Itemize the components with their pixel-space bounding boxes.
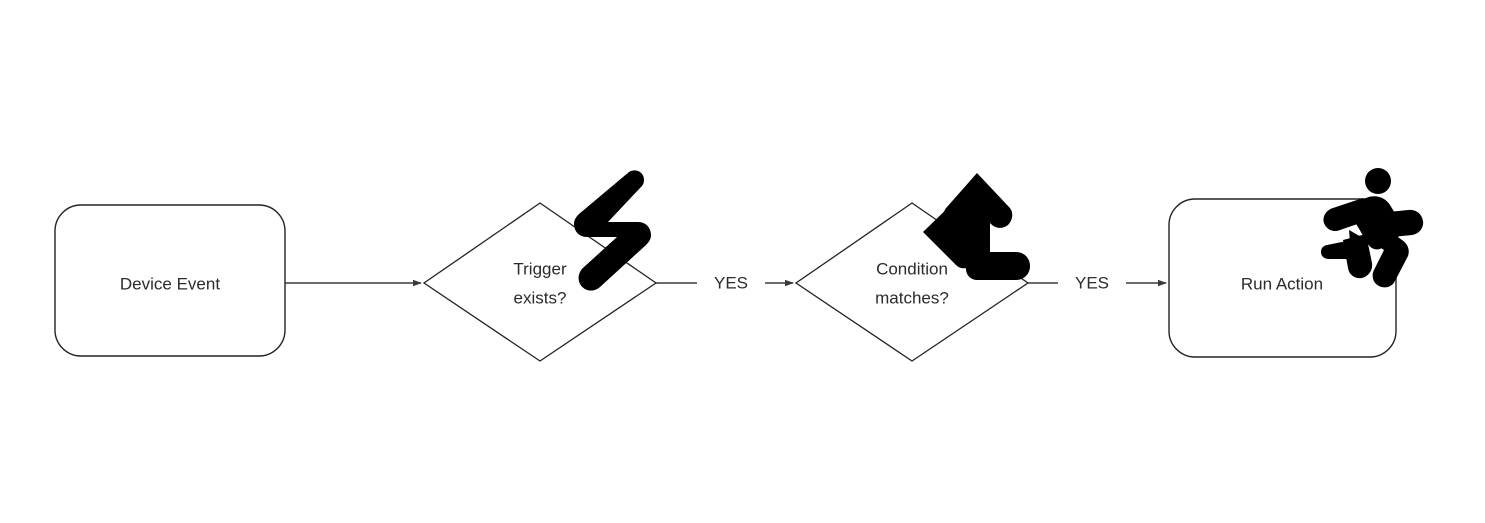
- edge-condition-to-run-action: YES: [1028, 273, 1167, 292]
- edge-label-yes-1: YES: [714, 273, 748, 292]
- lightning-bolt-icon: [574, 170, 651, 291]
- edge-label-yes-2: YES: [1075, 273, 1109, 292]
- branch-arrow-icon: [923, 173, 1030, 280]
- condition-matches-label-line2: matches?: [875, 288, 949, 307]
- node-condition-matches[interactable]: Condition matches?: [794, 202, 1030, 362]
- node-run-action[interactable]: Run Action: [1168, 198, 1397, 358]
- condition-matches-diamond[interactable]: [794, 202, 1030, 362]
- trigger-exists-label-line1: Trigger: [513, 259, 567, 278]
- running-person-icon: [1321, 168, 1424, 288]
- node-device-event[interactable]: Device Event: [54, 204, 286, 357]
- trigger-exists-label-line2: exists?: [514, 288, 567, 307]
- run-action-label: Run Action: [1241, 274, 1323, 293]
- edge-trigger-to-condition: YES: [656, 273, 794, 292]
- device-event-box[interactable]: [54, 204, 286, 357]
- node-trigger-exists[interactable]: Trigger exists?: [422, 202, 658, 362]
- device-event-label: Device Event: [120, 274, 220, 293]
- condition-matches-label-line1: Condition: [876, 259, 948, 278]
